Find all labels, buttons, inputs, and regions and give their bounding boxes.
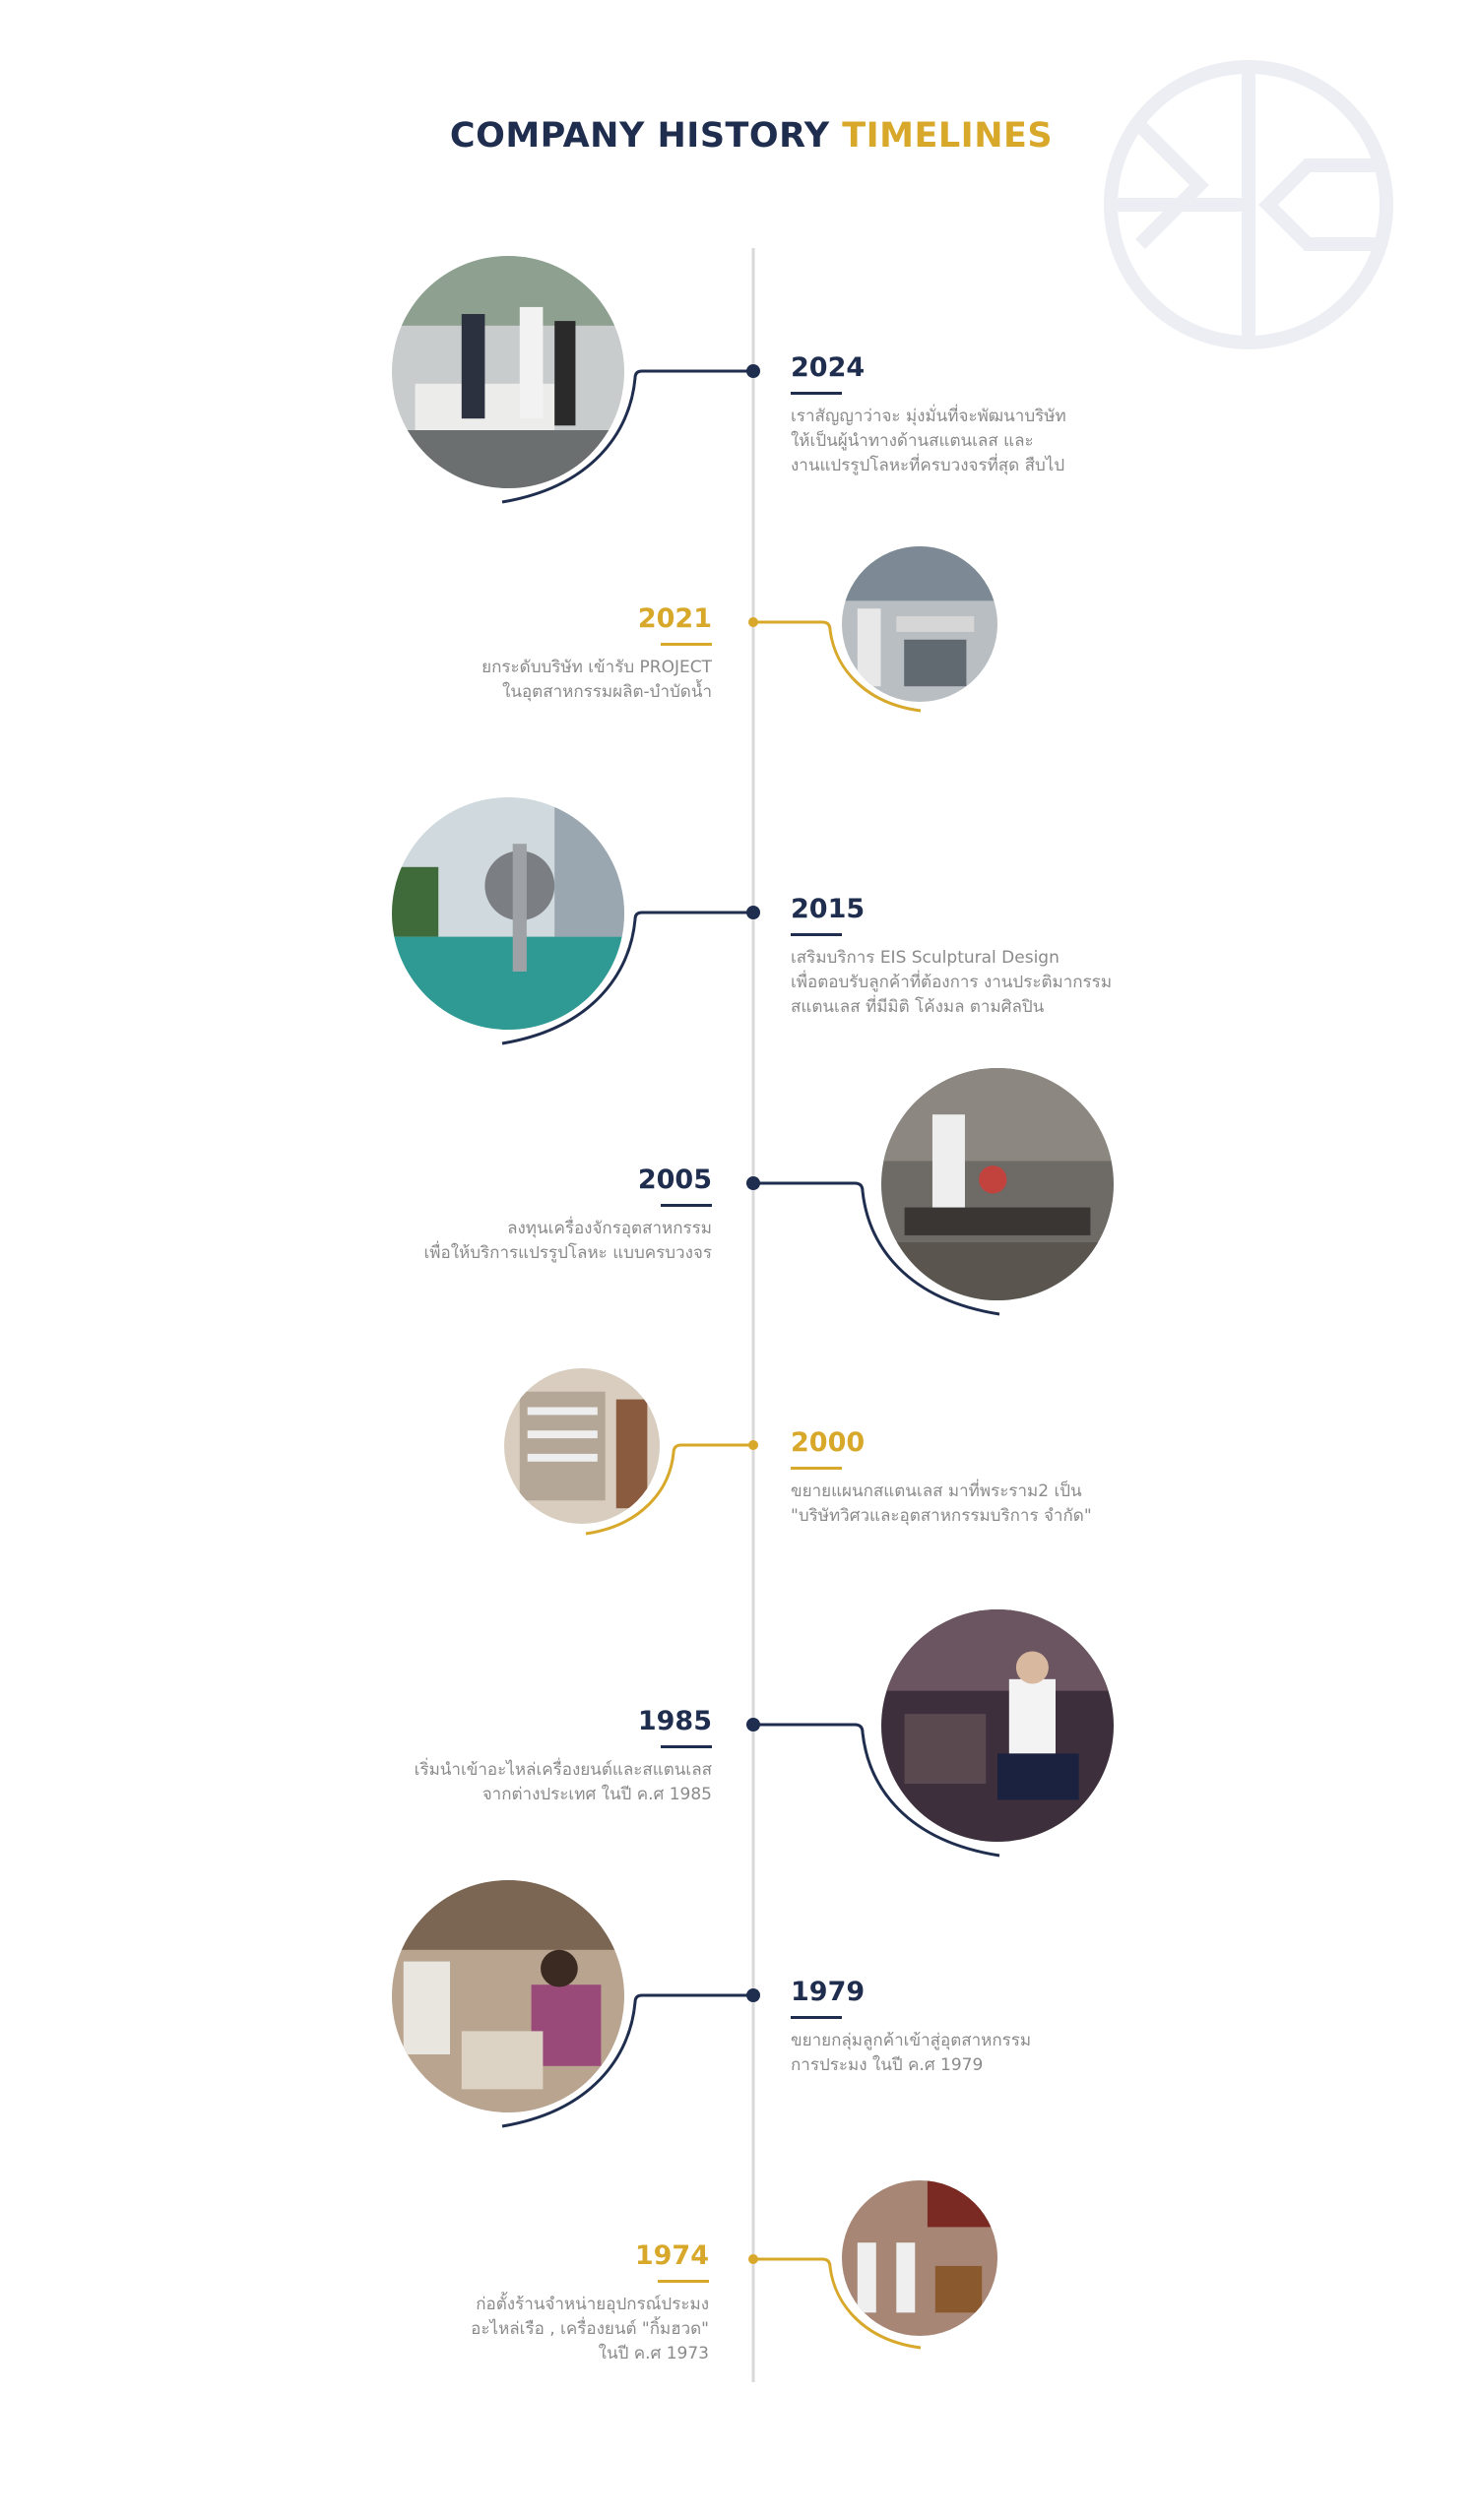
entry-description: ขยายแผนกสแตนเลส มาที่พระราม2 เป็น "บริษั…: [791, 1481, 1092, 1526]
dot-2024: [746, 364, 760, 378]
dot-1985: [746, 1718, 760, 1732]
photo-1979: [392, 1880, 624, 2112]
entry-year: 2005: [637, 1165, 712, 1195]
entry-description: เริ่มนำเข้าอะไหล่เครื่องยนต์และสแตนเลส จ…: [414, 1760, 712, 1804]
dot-2015: [746, 906, 760, 919]
timeline-entry-2005: 2005 ลงทุนเครื่องจักรอุตสาหกรรม เพื่อให้…: [298, 1165, 712, 1266]
photo-1974: [842, 2180, 997, 2336]
connector-1974: [753, 2257, 922, 2350]
year-underline: [791, 392, 842, 395]
title-part-primary: COMPANY HISTORY: [449, 116, 830, 156]
connector-2015: [501, 911, 753, 1045]
entry-description: ขยายกลุ่มลูกค้าเข้าสู่อุตสาหกรรม การประม…: [791, 2031, 1032, 2075]
year-underline: [658, 2280, 709, 2283]
timeline-entry-1979: 1979 ขยายกลุ่มลูกค้าเข้าสู่อุตสาหกรรม กา…: [791, 1977, 1204, 2078]
entry-description: ยกระดับบริษัท เข้ารับ PROJECT ในอุตสาหกร…: [482, 658, 712, 702]
connector-1979: [501, 1993, 753, 2128]
entry-description: ลงทุนเครื่องจักรอุตสาหกรรม เพื่อให้บริกา…: [423, 1219, 713, 1263]
entry-description: ก่อตั้งร้านจำหน่ายอุปกรณ์ประมง อะไหล่เรื…: [471, 2295, 709, 2363]
entry-description: เราสัญญาว่าจะ มุ่งมั่นที่จะพัฒนาบริษัท ใ…: [791, 407, 1066, 475]
photo-2015: [392, 797, 624, 1030]
year-underline: [661, 643, 712, 646]
photo-2021: [842, 546, 997, 702]
dot-2000: [748, 1440, 758, 1450]
photo-2005: [881, 1068, 1114, 1300]
connector-1985: [753, 1723, 1000, 1858]
page-title: COMPANY HISTORY TIMELINES: [0, 116, 1477, 156]
eis-logo-icon: [1104, 60, 1393, 349]
connector-2024: [501, 369, 753, 504]
photo-2000: [504, 1368, 660, 1524]
connector-2021: [753, 620, 922, 713]
title-part-accent: TIMELINES: [842, 116, 1054, 156]
timeline-entry-1985: 1985 เริ่มนำเข้าอะไหล่เครื่องยนต์และสแตน…: [298, 1706, 712, 1807]
entry-year: 2021: [637, 603, 712, 634]
year-underline: [791, 2016, 842, 2019]
entry-year: 1985: [637, 1706, 712, 1736]
timeline-entry-2021: 2021 ยกระดับบริษัท เข้ารับ PROJECT ในอุต…: [298, 603, 712, 705]
photo-2024: [392, 256, 624, 488]
year-underline: [661, 1204, 712, 1207]
year-underline: [661, 1745, 712, 1748]
year-underline: [791, 1467, 842, 1470]
connector-2005: [753, 1181, 1000, 1316]
timeline-entry-1974: 1974 ก่อตั้งร้านจำหน่ายอุปกรณ์ประมง อะไห…: [295, 2240, 709, 2366]
timeline-entry-2024: 2024 เราสัญญาว่าจะ มุ่งมั่นที่จะพัฒนาบริ…: [791, 352, 1204, 478]
entry-year: 2015: [791, 894, 866, 924]
dot-1979: [746, 1988, 760, 2002]
timeline-entry-2000: 2000 ขยายแผนกสแตนเลส มาที่พระราม2 เป็น "…: [791, 1427, 1204, 1529]
timeline-entry-2015: 2015 เสริมบริการ EIS Sculptural Design เ…: [791, 894, 1204, 1020]
dot-2005: [746, 1176, 760, 1190]
entry-description: เสริมบริการ EIS Sculptural Design เพื่อต…: [791, 948, 1113, 1017]
entry-year: 2000: [791, 1427, 866, 1458]
entry-year: 1974: [634, 2240, 709, 2271]
dot-1974: [748, 2254, 758, 2264]
entry-year: 1979: [791, 1977, 866, 2007]
photo-1985: [881, 1609, 1114, 1842]
entry-year: 2024: [791, 352, 866, 383]
dot-2021: [748, 617, 758, 627]
year-underline: [791, 933, 842, 936]
connector-2000: [585, 1443, 753, 1536]
